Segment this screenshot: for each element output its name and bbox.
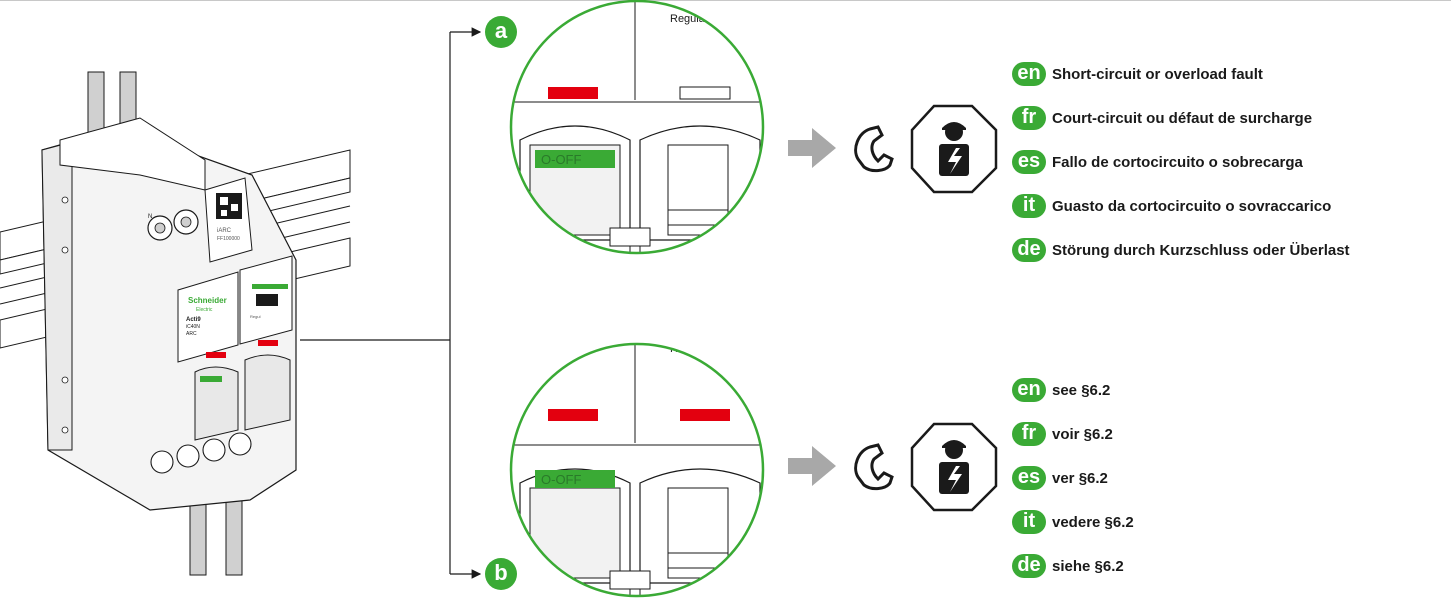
lang-row-es: es Fallo de cortocircuito o sobrecarga <box>1012 140 1350 184</box>
electrician-warning-icon <box>910 104 998 194</box>
connector-lines <box>300 27 482 579</box>
zoom-circle-a: O-OFF Regula <box>509 0 765 255</box>
variant-label: ARC <box>186 331 197 337</box>
callout-b: b <box>485 558 517 590</box>
arrow-right-icon <box>788 128 836 168</box>
handle-green-mark <box>200 376 222 382</box>
zoom-b-handle-mark <box>535 470 615 488</box>
reference-text-en: see §6.2 <box>1052 381 1111 399</box>
qr-code <box>216 193 242 219</box>
phone-icon <box>854 443 894 491</box>
lang-badge-es: es <box>1012 150 1046 174</box>
zoom-b-red-indicator-1 <box>548 409 598 421</box>
brand-logo-text: Schneider <box>188 296 227 305</box>
qr-label: iARC <box>217 228 232 234</box>
status-green-bar <box>252 284 288 289</box>
electrician-warning-icon <box>910 422 998 512</box>
model-label: iC40N <box>186 324 200 330</box>
zoom-b-red-indicator-2 <box>680 409 730 421</box>
fault-text-en: Short-circuit or overload fault <box>1052 65 1263 83</box>
zoom-b-handle-text: O-OFF <box>541 472 581 487</box>
lang-badge-fr: fr <box>1012 422 1046 446</box>
lang-badge-de: de <box>1012 554 1046 578</box>
lang-row-it: it vedere §6.2 <box>1012 500 1134 544</box>
serial-number: FF100000 <box>217 236 240 242</box>
fault-description-list: en Short-circuit or overload fault fr Cour… <box>1012 52 1350 272</box>
regulation-label: Regul <box>250 314 261 319</box>
lang-row-fr: fr voir §6.2 <box>1012 412 1134 456</box>
circuit-breaker-illustration: N iARC FF100000 Schneider Electric Acti9… <box>0 71 351 576</box>
reference-text-es: ver §6.2 <box>1052 469 1108 487</box>
lang-row-de: de Störung durch Kurzschluss oder Überlas… <box>1012 228 1350 272</box>
zoom-a-handle-mark <box>535 150 615 168</box>
reference-text-de: siehe §6.2 <box>1052 557 1124 575</box>
lang-row-fr: fr Court-circuit ou défaut de surcharge <box>1012 96 1350 140</box>
fault-text-it: Guasto da cortocircuito o sovraccarico <box>1052 197 1332 215</box>
brand-sub-text: Electric <box>196 307 213 313</box>
neutral-mark: N <box>148 214 152 220</box>
lang-row-es: es ver §6.2 <box>1012 456 1134 500</box>
zoom-circle-b: O-OFF Regula <box>509 342 765 598</box>
test-button <box>256 294 278 306</box>
lang-badge-en: en <box>1012 62 1046 86</box>
fault-text-de: Störung durch Kurzschluss oder Überlast <box>1052 241 1350 259</box>
fault-text-fr: Court-circuit ou défaut de surcharge <box>1052 109 1313 127</box>
indicator-red-1 <box>206 352 226 358</box>
reference-text-it: vedere §6.2 <box>1052 513 1134 531</box>
lang-row-de: de siehe §6.2 <box>1012 544 1134 588</box>
top-rule <box>0 0 1451 1</box>
lang-row-it: it Guasto da cortocircuito o sovraccarico <box>1012 184 1350 228</box>
reference-text-fr: voir §6.2 <box>1052 425 1113 443</box>
lang-row-en: en see §6.2 <box>1012 368 1134 412</box>
lang-row-en: en Short-circuit or overload fault <box>1012 52 1350 96</box>
fault-text-es: Fallo de cortocircuito o sobrecarga <box>1052 153 1303 171</box>
callout-a: a <box>485 16 517 48</box>
zoom-a-red-indicator <box>548 87 598 99</box>
zoom-a-white-indicator <box>679 86 731 100</box>
lang-badge-en: en <box>1012 378 1046 402</box>
lang-badge-es: es <box>1012 466 1046 490</box>
arrow-right-icon <box>788 446 836 486</box>
lang-badge-it: it <box>1012 510 1046 534</box>
series-label: Acti9 <box>186 317 201 323</box>
lang-badge-fr: fr <box>1012 106 1046 130</box>
indicator-red-2 <box>258 340 278 346</box>
lang-badge-it: it <box>1012 194 1046 218</box>
zoom-a-handle-text: O-OFF <box>541 152 581 167</box>
phone-icon <box>854 125 894 173</box>
lang-badge-de: de <box>1012 238 1046 262</box>
